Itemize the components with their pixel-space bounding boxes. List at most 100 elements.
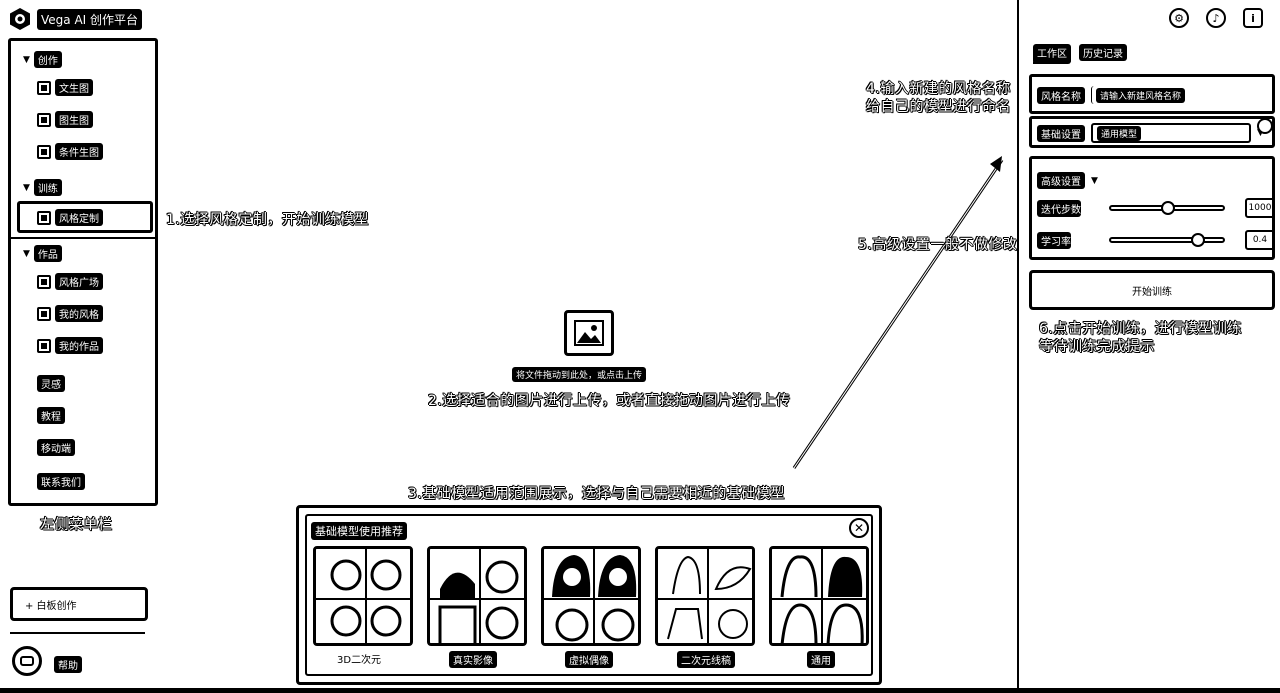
chevron-down-icon: ▼ <box>23 182 30 193</box>
annotation-step-3: 3.基础模型适用范围展示，选择与自己需要相近的基础模型 <box>408 486 785 502</box>
upload-hint[interactable]: 将文件拖动到此处，或点击上传 <box>512 367 647 382</box>
annotation-step-6-line1: 6.点击开始训练，进行模型训练 <box>1039 321 1242 337</box>
avatar[interactable] <box>12 646 42 676</box>
clear-icon[interactable] <box>1257 118 1273 134</box>
sidebar-item-my-styles[interactable]: 我的风格 <box>37 305 103 322</box>
tab-history[interactable]: 历史记录 <box>1079 44 1127 61</box>
annotation-step-6-line2: 等待训练完成提示 <box>1039 339 1155 355</box>
help-label[interactable]: 帮助 <box>54 656 82 673</box>
model-label: 通用 <box>807 651 835 668</box>
base-models-panel: 基础模型使用推荐 ✕ 3D二次元 真实影像 <box>296 505 882 685</box>
steps-value[interactable]: 1000 <box>1245 198 1275 218</box>
advanced-label: 高级设置 <box>1037 172 1085 189</box>
sidebar-group-label: 作品 <box>33 245 62 262</box>
start-training-button[interactable]: 开始训练 <box>1029 270 1275 310</box>
annotation-step-6: 6.点击开始训练，进行模型训练 等待训练完成提示 <box>1039 320 1242 356</box>
base-setting-box <box>1029 116 1275 148</box>
annotation-step-4-line2: 给自己的模型进行命名 <box>866 99 1011 115</box>
sidebar-link-inspiration[interactable]: 灵感 <box>37 375 65 392</box>
arrow-connector <box>792 156 1004 469</box>
bottom-edge <box>0 688 1280 693</box>
model-thumbnail <box>658 549 752 643</box>
chevron-down-icon: ▼ <box>23 54 30 65</box>
sidebar-item-style-plaza[interactable]: 风格广场 <box>37 273 103 290</box>
sidebar-link-tutorial[interactable]: 教程 <box>37 407 65 424</box>
text-image-icon <box>37 80 51 95</box>
slider-label: 学习率 <box>1037 231 1071 249</box>
model-card-realistic[interactable] <box>427 546 527 646</box>
lr-slider[interactable] <box>1109 233 1225 247</box>
base-model-select[interactable]: 通用模型 <box>1091 123 1251 143</box>
sidebar-item-label: 文生图 <box>55 79 93 96</box>
slider-handle[interactable] <box>1161 201 1175 215</box>
sidebar-item-style-custom-highlight[interactable] <box>17 201 153 233</box>
model-card-general[interactable] <box>769 546 869 646</box>
base-setting-label: 基础设置 <box>1037 124 1085 142</box>
model-card-idol[interactable] <box>541 546 641 646</box>
sidebar-item-label: 图生图 <box>55 111 93 128</box>
style-name-input[interactable]: 请输入新建风格名称 <box>1091 86 1241 104</box>
model-thumbnail <box>316 549 410 643</box>
sidebar-link-contact[interactable]: 联系我们 <box>37 473 85 490</box>
model-card-lineart[interactable] <box>655 546 755 646</box>
style-name-row: 风格名称 请输入新建风格名称 <box>1037 86 1241 104</box>
sidebar-item-label: 风格广场 <box>55 273 103 290</box>
sidebar-group-create[interactable]: ▼ 创作 <box>23 51 62 68</box>
sidebar-item-label: 条件生图 <box>55 143 103 160</box>
whiteboard-button[interactable]: + 白板创作 <box>10 587 148 621</box>
left-sidebar: ▼ 创作 文生图 图生图 条件生图 ▼ 训练 风格定制 ▼ 作品 风格广场 我的… <box>8 38 158 506</box>
lr-value[interactable]: 0.4 <box>1245 230 1275 250</box>
sidebar-item-label: 风格定制 <box>55 209 103 226</box>
advanced-header[interactable]: 高级设置 ▼ <box>1037 172 1098 189</box>
bell-icon[interactable]: ♪ <box>1206 8 1226 28</box>
image-upload-icon <box>574 320 604 346</box>
sidebar-group-works[interactable]: ▼ 作品 <box>23 245 62 262</box>
sidebar-item-label: 我的风格 <box>55 305 103 322</box>
info-icon[interactable]: i <box>1243 8 1263 28</box>
sidebar-item-img2img[interactable]: 图生图 <box>37 111 93 128</box>
grid-icon <box>37 144 51 159</box>
model-label: 二次元线稿 <box>677 651 735 668</box>
divider <box>11 237 155 239</box>
upload-area[interactable] <box>564 310 614 356</box>
divider <box>10 632 145 634</box>
tab-workspace[interactable]: 工作区 <box>1033 44 1071 64</box>
annotation-step-4: 4.输入新建的风格名称 给自己的模型进行命名 <box>866 80 1011 116</box>
close-icon[interactable]: ✕ <box>849 518 869 538</box>
base-setting-row: 基础设置 通用模型 ▼ <box>1037 123 1264 143</box>
style-name-placeholder: 请输入新建风格名称 <box>1096 87 1186 103</box>
app-logo: Vega AI 创作平台 <box>8 7 143 31</box>
sidebar-link-mobile[interactable]: 移动端 <box>37 439 75 456</box>
base-models-inner <box>305 514 873 676</box>
model-label: 虚拟偶像 <box>565 651 613 668</box>
annotation-step-4-line1: 4.输入新建的风格名称 <box>866 81 1011 97</box>
chat-icon <box>20 656 34 666</box>
sidebar-group-train[interactable]: ▼ 训练 <box>23 179 62 196</box>
model-thumbnail <box>544 549 638 643</box>
annotation-step-1: 1.选择风格定制，开始训练模型 <box>166 212 369 228</box>
model-thumbnail <box>772 549 866 643</box>
slider-handle[interactable] <box>1191 233 1205 247</box>
chevron-down-icon: ▼ <box>23 248 30 259</box>
annotation-step-5: 5.高级设置一般不做修改 <box>858 237 1018 253</box>
hexagon-logo-icon <box>10 8 30 30</box>
sidebar-item-conditional[interactable]: 条件生图 <box>37 143 103 160</box>
base-model-value: 通用模型 <box>1097 125 1142 141</box>
sidebar-group-label: 训练 <box>33 179 62 196</box>
model-card-3d[interactable] <box>313 546 413 646</box>
model-label: 3D二次元 <box>337 655 382 666</box>
sidebar-item-style-custom[interactable]: 风格定制 <box>37 209 103 226</box>
style-icon <box>37 210 51 225</box>
sidebar-item-my-works[interactable]: 我的作品 <box>37 337 103 354</box>
palette-icon <box>37 306 51 321</box>
style-name-label: 风格名称 <box>1037 86 1085 104</box>
slider-row-lr: 学习率 0.4 <box>1037 230 1275 250</box>
app-title: Vega AI 创作平台 <box>37 8 143 30</box>
slider-row-steps: 迭代步数 1000 <box>1037 198 1275 218</box>
gear-icon[interactable]: ⚙ <box>1169 8 1189 28</box>
slider-label: 迭代步数 <box>1037 199 1081 217</box>
sidebar-item-text2img[interactable]: 文生图 <box>37 79 93 96</box>
steps-slider[interactable] <box>1109 201 1225 215</box>
base-models-title: 基础模型使用推荐 <box>311 522 407 540</box>
image-icon <box>37 112 51 127</box>
